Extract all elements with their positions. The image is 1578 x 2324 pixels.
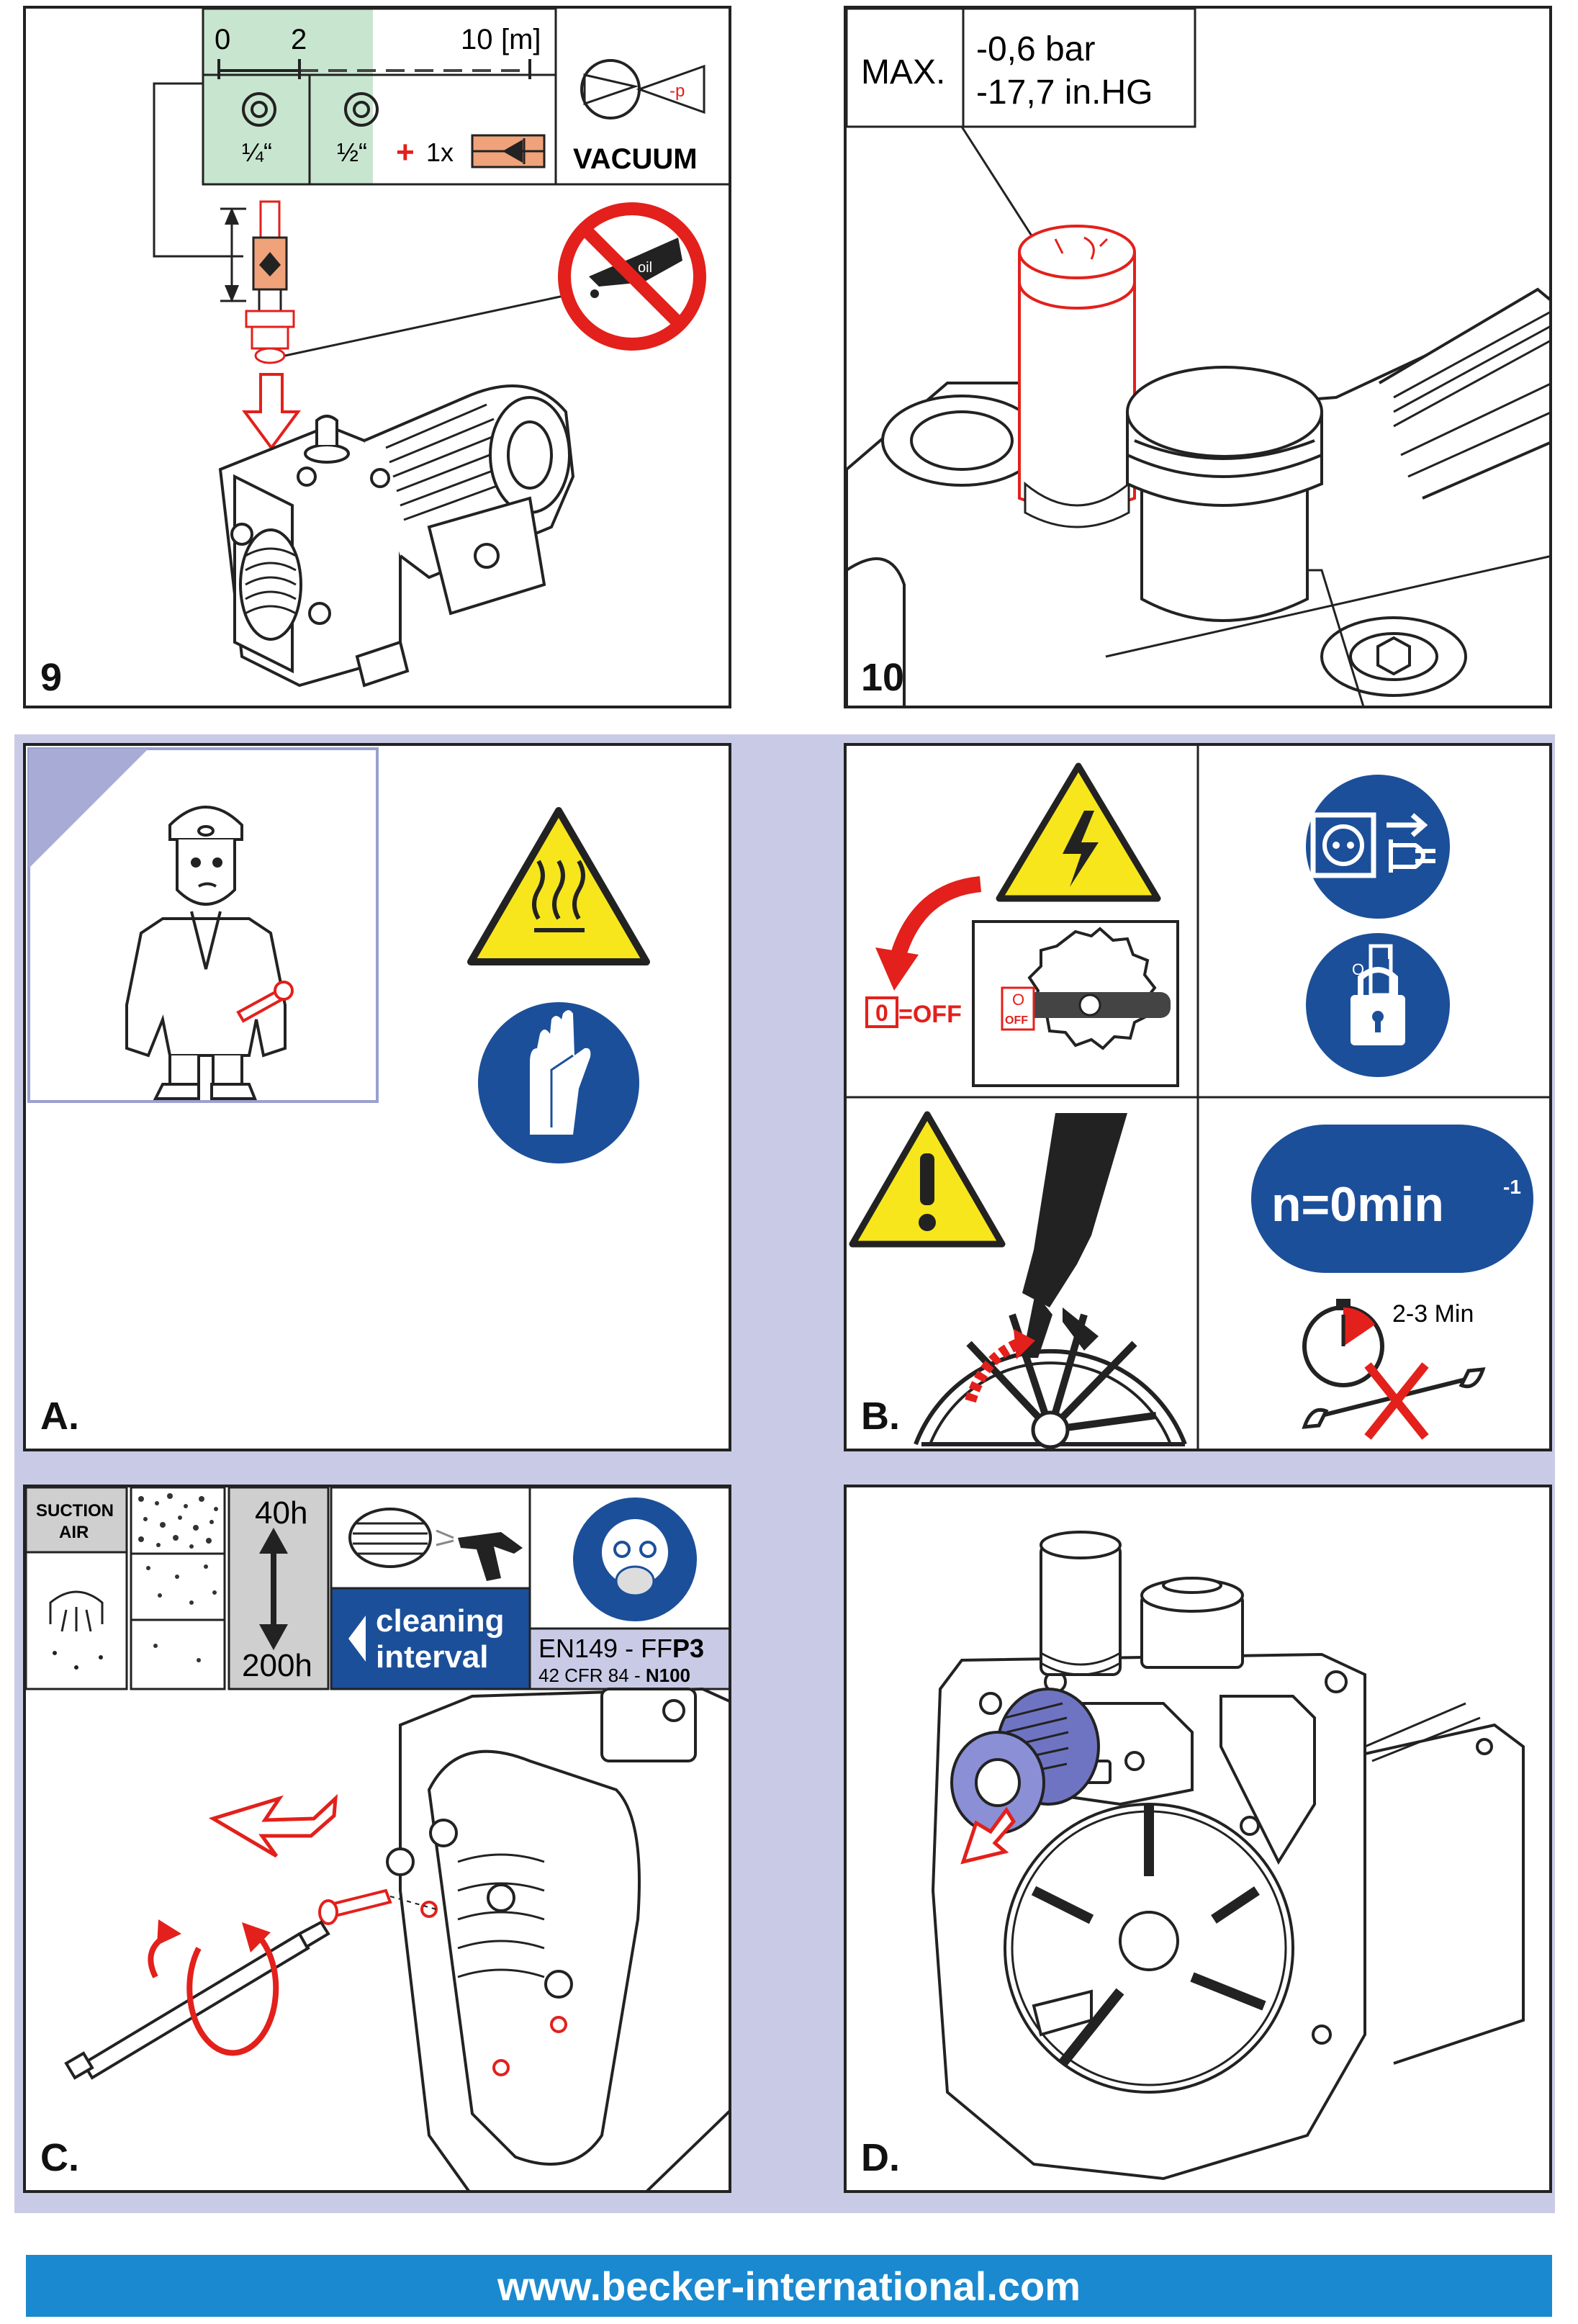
lockout-padlock-icon: I O — [1306, 933, 1450, 1077]
panel-c-illustration: SUCTION AIR 40h 200h — [26, 1487, 729, 2190]
panel-number: 10 — [861, 656, 905, 699]
lock-i: I — [1387, 945, 1391, 963]
suction-air-1: SUCTION — [36, 1501, 114, 1521]
panel-letter: B. — [861, 1395, 900, 1438]
filter-air-gun-icon — [348, 1508, 523, 1581]
mask-standard-class: P3 — [672, 1634, 704, 1663]
mask-standard: EN149 - FFP3 — [538, 1634, 704, 1663]
fitting-half-label: ½“ — [337, 138, 367, 167]
switch-off: OFF — [1005, 1014, 1028, 1027]
hot-surface-warning-icon — [467, 807, 650, 965]
panel-d: D. — [844, 1485, 1552, 2193]
vacuum-pump-illustration — [218, 384, 575, 688]
fitting-half-icon — [344, 92, 379, 127]
screw-icon — [318, 1888, 392, 1925]
screw-hole-marker-icon — [420, 1901, 438, 1918]
no-oil-prohibition-icon: oil — [558, 202, 706, 351]
panel-c: SUCTION AIR 40h 200h — [23, 1485, 731, 2193]
vacuum-relief-valve-icon — [1018, 225, 1136, 528]
panel-b: 0 =OFF O OFF I O — [844, 743, 1552, 1451]
speed-exponent: -1 — [1503, 1176, 1521, 1198]
turn-off-arrow-icon — [875, 876, 982, 991]
panel-a: A. — [23, 743, 731, 1451]
remove-cover-arrow-icon — [208, 1793, 338, 1858]
scale-2: 2 — [291, 24, 307, 55]
scale-unit: [m] — [501, 24, 541, 55]
panel-letter: D. — [861, 2136, 900, 2179]
suction-air-2: AIR — [59, 1523, 89, 1542]
oil-label: oil — [638, 260, 652, 276]
rotate-arrow-icon — [148, 1919, 279, 2056]
cleaning-label-1: cleaning — [376, 1603, 505, 1639]
cleaning-interval-arrow-icon — [348, 1616, 366, 1662]
max-label: MAX. — [861, 53, 945, 91]
panel-10: MAX. -0,6 bar -17,7 in.HG — [844, 6, 1552, 708]
bar-value: -0,6 bar — [976, 30, 1095, 68]
hours-range-arrow-icon — [259, 1528, 288, 1650]
mask-cfr-class: N100 — [646, 1665, 690, 1686]
fitting-quarter-icon — [242, 92, 276, 127]
hours-40: 40h — [255, 1495, 307, 1531]
wait-time: 2-3 Min — [1392, 1300, 1474, 1328]
screw-hole-marker-icon — [550, 2016, 567, 2033]
stopwatch-icon — [1302, 1299, 1384, 1387]
mask-standard-prefix: EN149 - FF — [538, 1634, 672, 1663]
main-switch-icon: O OFF — [972, 920, 1179, 1087]
disconnect-mains-plug-icon — [1306, 775, 1450, 919]
general-warning-icon — [849, 1111, 1006, 1248]
website-url[interactable]: www.becker-international.com — [497, 2263, 1081, 2309]
wear-respirator-icon — [573, 1497, 697, 1621]
scale-10: 10 — [461, 24, 493, 55]
wear-gloves-icon — [478, 1002, 639, 1163]
service-technician-icon — [125, 806, 294, 1100]
no-wrench-icon — [1302, 1362, 1486, 1440]
cleaning-label-2: interval — [376, 1639, 489, 1675]
panel-d-illustration — [931, 1531, 1525, 2181]
off-zero: 0 — [875, 1000, 888, 1026]
panel-a-illustration — [27, 747, 650, 1163]
remove-filter-arrow-icon — [960, 1806, 1016, 1865]
panel-b-illustration: 0 =OFF O OFF I O — [847, 746, 1549, 1449]
hours-200: 200h — [242, 1648, 312, 1683]
vacuum-label: VACUUM — [573, 143, 698, 175]
panel-letter: C. — [40, 2136, 79, 2179]
hex-key-tool-icon — [64, 1920, 330, 2080]
panel-10-illustration: MAX. -0,6 bar -17,7 in.HG — [847, 9, 1549, 706]
switch-o: O — [1012, 991, 1024, 1009]
speed-zero-badge — [1251, 1125, 1533, 1273]
panel-9-illustration: 0 2 10 [m] ¼“ ½“ + 1x -p VACUUM — [153, 9, 729, 688]
speed-label: n=0min — [1271, 1177, 1444, 1232]
panel-number: 9 — [40, 656, 63, 699]
pump-end-cover-illustration — [386, 1687, 729, 2190]
screw-hole-marker-icon — [492, 2059, 510, 2076]
suction-air-icon — [49, 1590, 104, 1670]
inhg-value: -17,7 in.HG — [976, 73, 1153, 112]
vacuum-pump-symbol-icon — [580, 59, 705, 120]
oil-filler-plug-illustration — [1126, 366, 1323, 622]
insert-down-arrow-icon — [242, 373, 301, 451]
check-valve-icon — [471, 134, 546, 168]
rotating-fan-hand-hazard-icon — [914, 1113, 1187, 1449]
plus-sign: + — [396, 135, 415, 170]
footer-url-bar: www.becker-international.com — [26, 2255, 1552, 2317]
fitting-quarter-label: ¼“ — [242, 138, 272, 167]
dust-level-icons — [130, 1487, 226, 1690]
panel-letter: A. — [40, 1395, 79, 1438]
scale-0: 0 — [215, 24, 230, 55]
mask-cfr-prefix: 42 CFR 84 - — [538, 1665, 646, 1686]
green-zone — [203, 9, 373, 184]
panel-9: 0 2 10 [m] ¼“ ½“ + 1x -p VACUUM — [23, 6, 731, 708]
pump-minus-p: -p — [669, 81, 685, 101]
open-pump-housing-illustration — [931, 1531, 1525, 2181]
off-text: =OFF — [898, 1001, 962, 1028]
times-one: 1x — [426, 138, 454, 167]
filter-cartridge-icon — [950, 1688, 1100, 1834]
mask-cfr: 42 CFR 84 - N100 — [538, 1665, 690, 1686]
electrical-hazard-warning-icon — [996, 762, 1161, 902]
